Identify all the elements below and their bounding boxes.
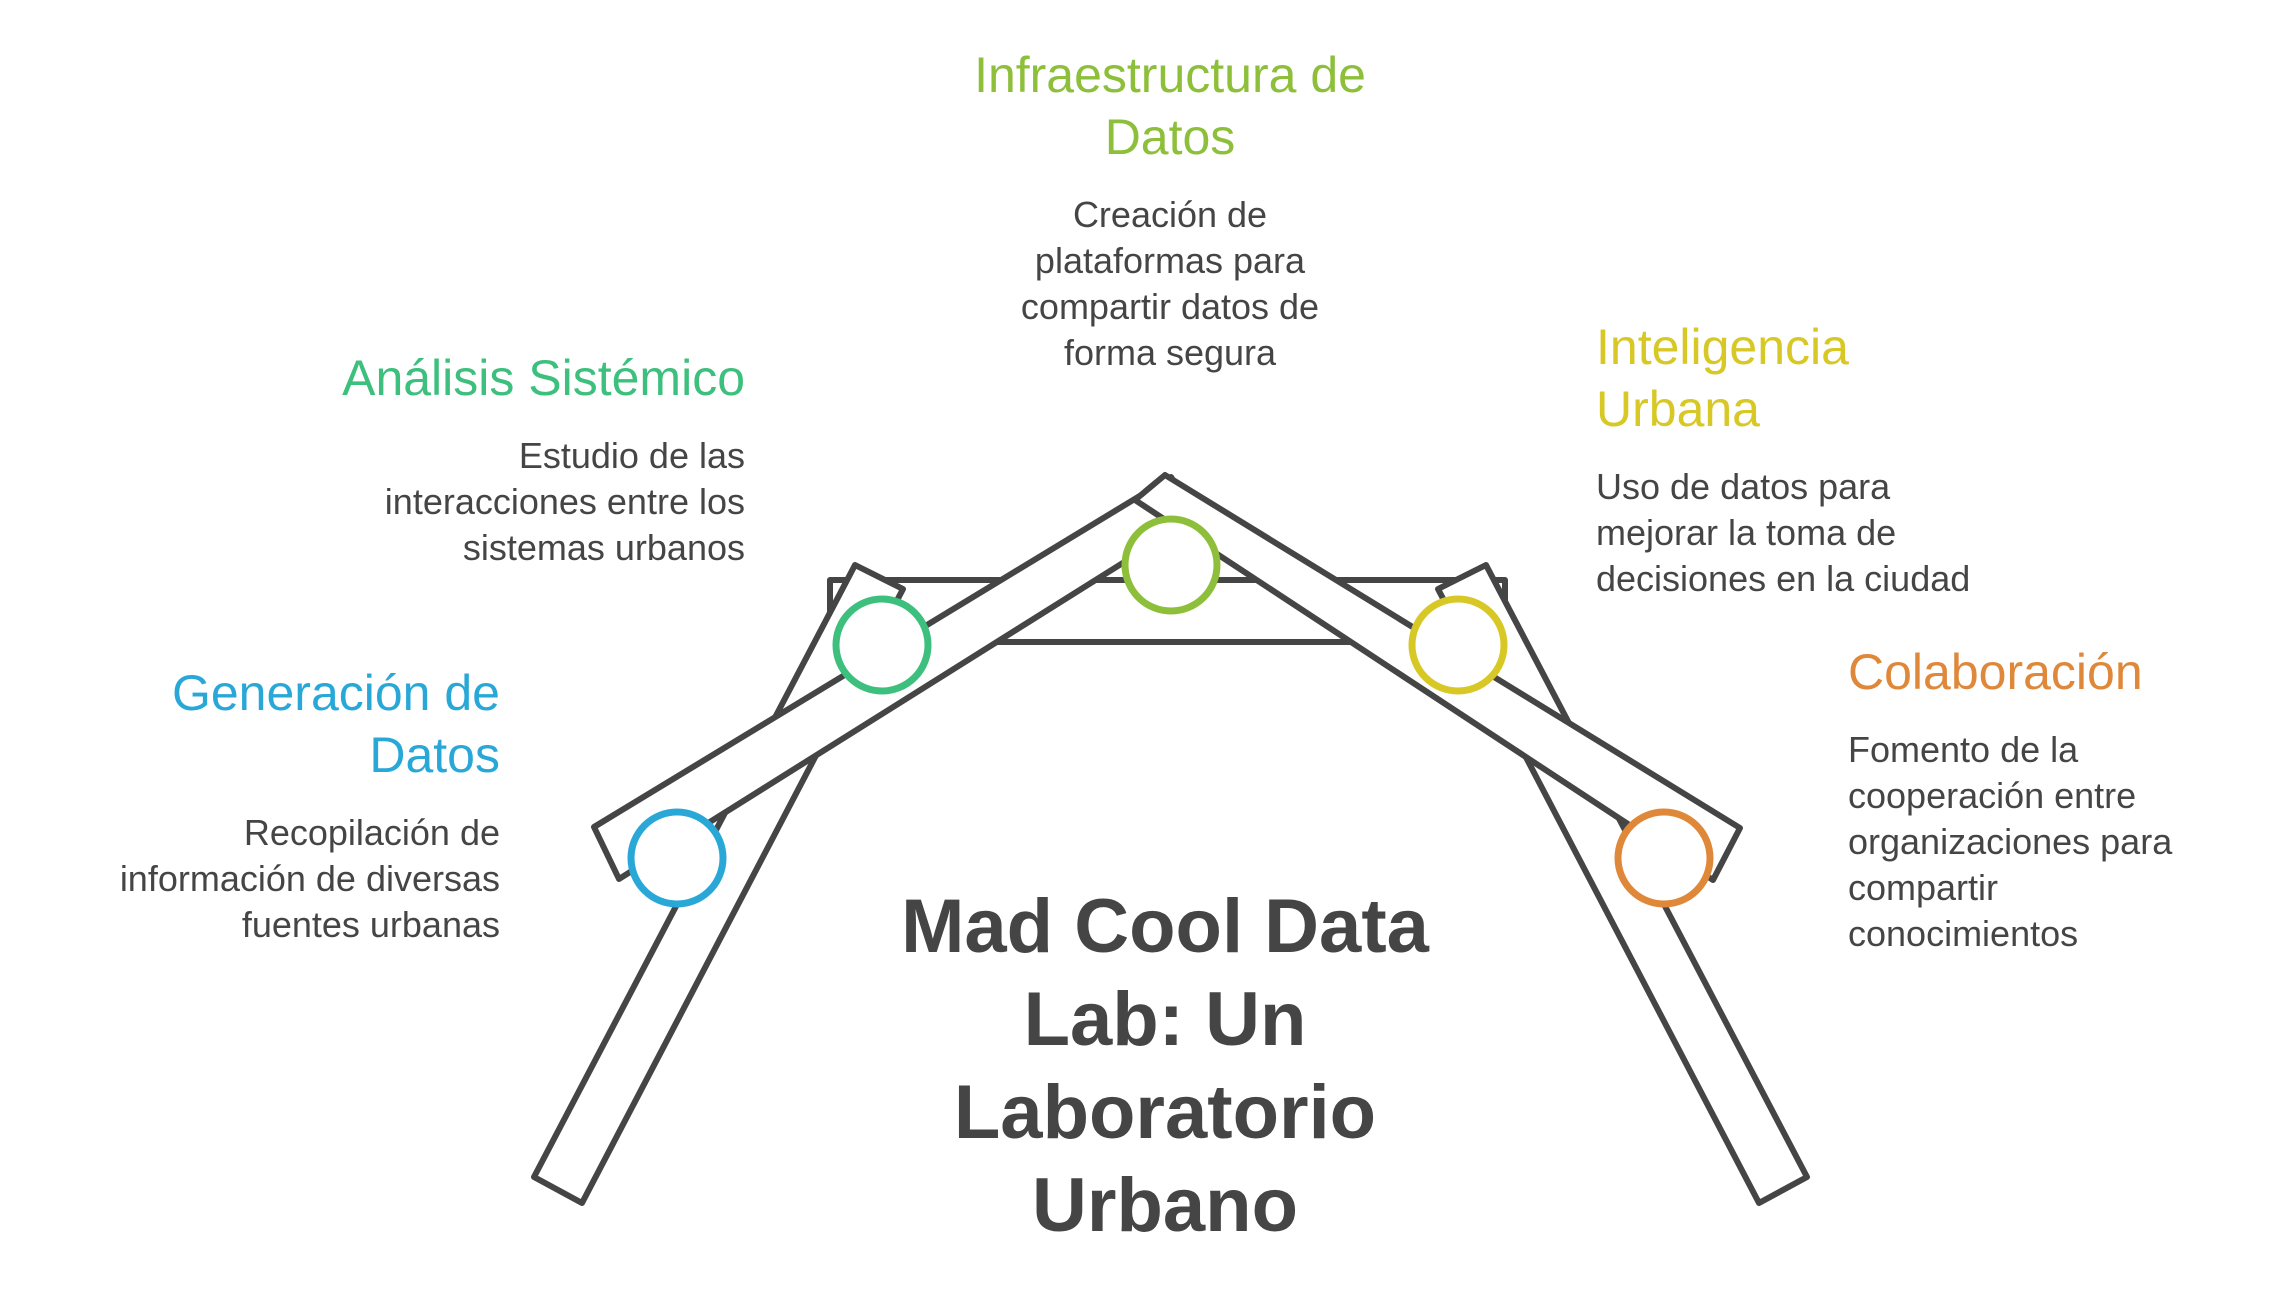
item-infraestructura-title: Infraestructura de Datos — [974, 47, 1366, 165]
item-analisis-description: Estudio de las interacciones entre los s… — [384, 435, 745, 568]
item-generacion-title: Generación de Datos — [171, 665, 500, 783]
item-inteligencia-description: Uso de datos para mejorar la toma de dec… — [1596, 466, 1971, 599]
item-generacion-description: Recopilación de información de diversas … — [119, 812, 500, 945]
item-infraestructura-description: Creación de plataformas para compartir d… — [1020, 194, 1320, 373]
item-analisis-title: Análisis Sistémico — [342, 350, 745, 406]
item-infraestructura: Infraestructura de Datos Creación de pla… — [900, 44, 1440, 376]
item-colaboracion: Colaboración Fomento de la cooperación e… — [1848, 641, 2248, 957]
diagram-title: Mad Cool Data Lab: Un Laboratorio Urbano — [901, 884, 1429, 1248]
item-inteligencia-title: Inteligencia Urbana — [1596, 319, 1849, 437]
item-analisis: Análisis Sistémico Estudio de las intera… — [200, 347, 745, 571]
node-inteligencia-icon — [1408, 595, 1508, 695]
node-analisis-icon — [832, 595, 932, 695]
item-colaboracion-description: Fomento de la cooperación entre organiza… — [1848, 729, 2173, 954]
node-colaboracion-icon — [1614, 808, 1714, 908]
item-colaboracion-title: Colaboración — [1848, 644, 2143, 700]
item-generacion: Generación de Datos Recopilación de info… — [60, 662, 500, 948]
item-inteligencia: Inteligencia Urbana Uso de datos para me… — [1596, 316, 2056, 602]
node-generacion-icon — [627, 808, 727, 908]
node-infraestructura-icon — [1121, 515, 1221, 615]
